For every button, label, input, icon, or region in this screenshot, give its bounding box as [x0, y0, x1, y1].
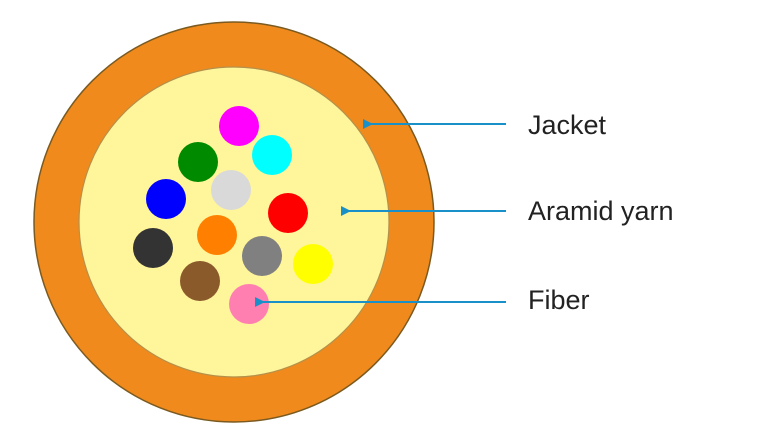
fiber-label: Fiber	[528, 285, 590, 315]
fiber-light-gray	[211, 170, 251, 210]
fiber-pink	[229, 284, 269, 324]
fiber-yellow	[293, 244, 333, 284]
fiber-red	[268, 193, 308, 233]
aramid-yarn-fill	[78, 66, 390, 378]
fiber-green	[178, 142, 218, 182]
fiber-brown	[180, 261, 220, 301]
fiber-cyan	[252, 135, 292, 175]
fibers-group	[133, 106, 333, 324]
fiber-gray	[242, 236, 282, 276]
fiber-orange	[197, 215, 237, 255]
jacket-label: Jacket	[528, 110, 607, 140]
fiber-blue	[146, 179, 186, 219]
fiber-magenta	[219, 106, 259, 146]
fiber-black	[133, 228, 173, 268]
aramid-yarn-label: Aramid yarn	[528, 196, 674, 226]
